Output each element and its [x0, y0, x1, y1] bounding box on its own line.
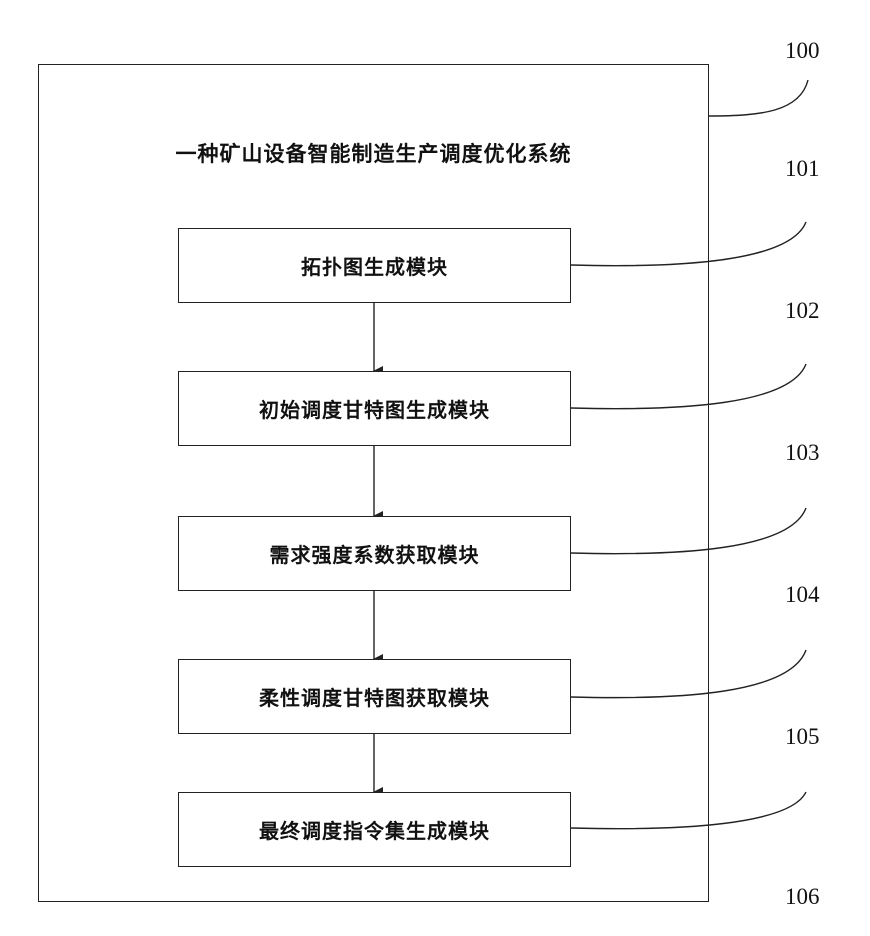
ref-numeral-103: 103 — [785, 440, 820, 465]
module-label: 最终调度指令集生成模块 — [259, 819, 490, 843]
module-demand-intensity-coefficient: 需求强度系数获取模块 — [178, 516, 571, 591]
leader-101 — [570, 221, 807, 267]
module-label: 拓扑图生成模块 — [301, 255, 448, 279]
leader-100 — [708, 79, 809, 117]
module-label: 需求强度系数获取模块 — [269, 543, 480, 567]
system-title: 一种矿山设备智能制造生产调度优化系统 — [175, 141, 572, 166]
ref-numeral-105: 105 — [785, 724, 820, 749]
module-topology-graph-generation: 拓扑图生成模块 — [178, 228, 571, 303]
system-boundary-box — [38, 64, 709, 902]
module-initial-gantt-generation: 初始调度甘特图生成模块 — [178, 371, 571, 446]
module-flexible-gantt-acquisition: 柔性调度甘特图获取模块 — [178, 659, 571, 734]
ref-numeral-100: 100 — [785, 38, 820, 63]
ref-numeral-104: 104 — [785, 582, 820, 607]
module-label: 柔性调度甘特图获取模块 — [259, 686, 490, 710]
ref-numeral-106: 106 — [785, 884, 820, 909]
ref-numeral-101: 101 — [785, 156, 820, 181]
module-label: 初始调度甘特图生成模块 — [259, 398, 490, 422]
leader-104 — [570, 649, 807, 699]
leader-105 — [570, 791, 807, 830]
leader-102 — [570, 363, 807, 410]
module-final-instruction-set-generation: 最终调度指令集生成模块 — [178, 792, 571, 867]
ref-numeral-102: 102 — [785, 298, 820, 323]
leader-103 — [570, 507, 807, 555]
